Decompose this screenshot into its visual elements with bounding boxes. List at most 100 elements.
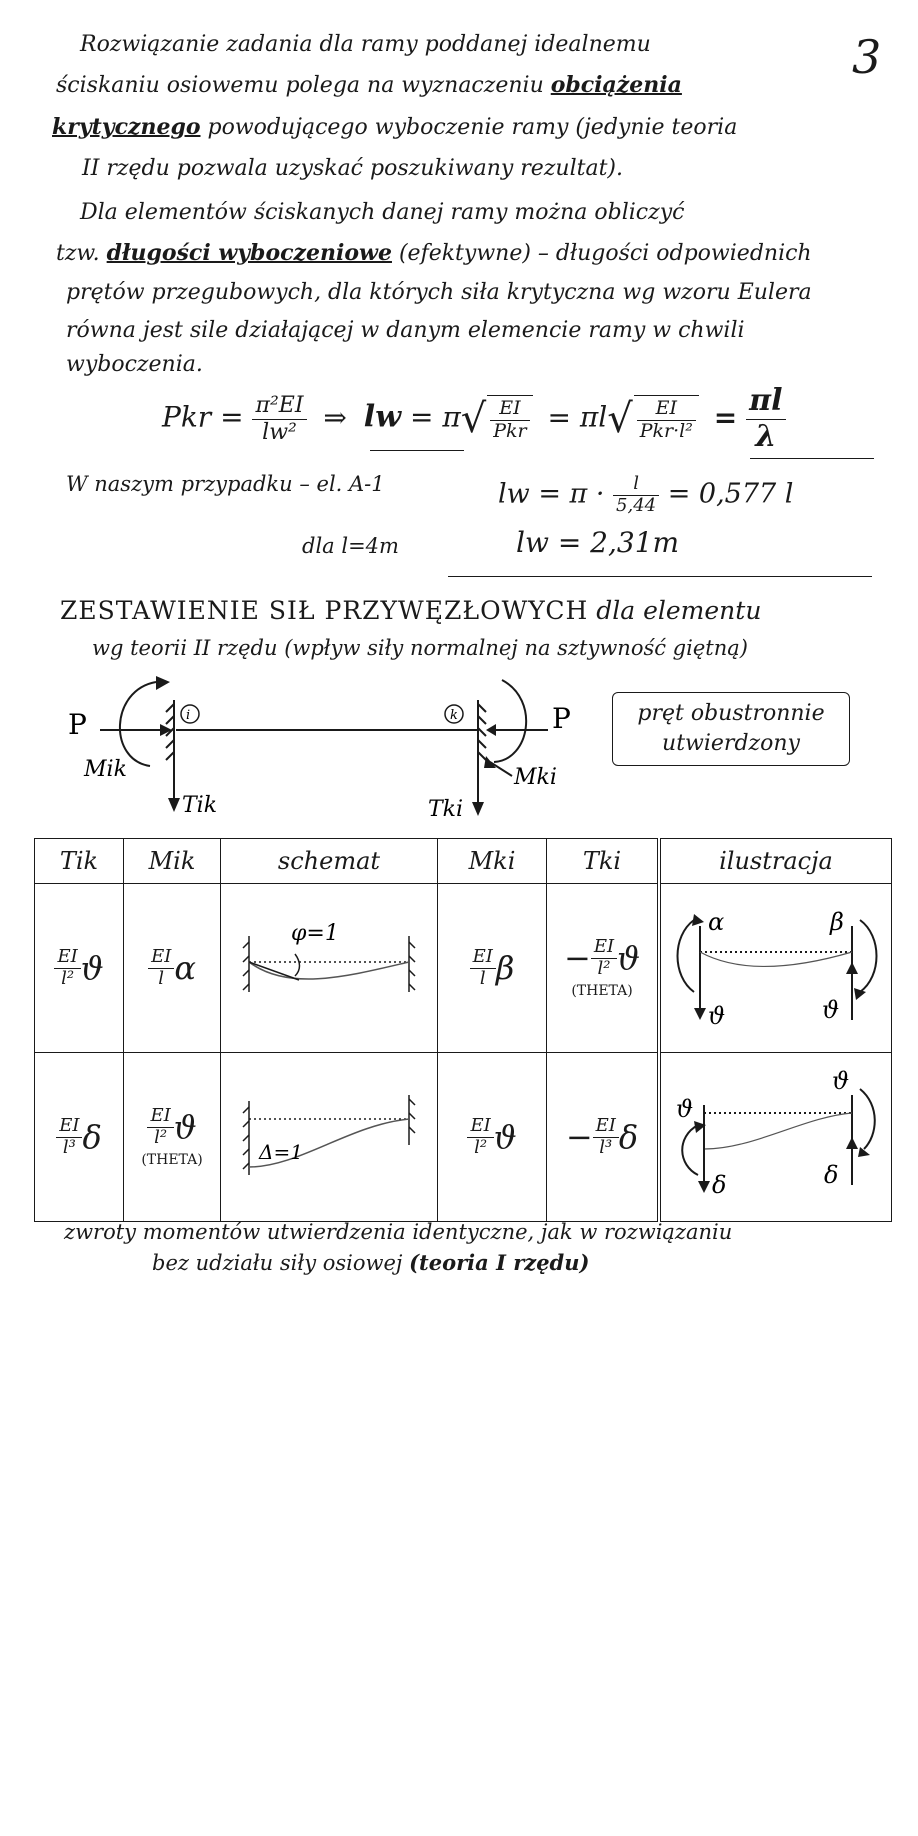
- node-i-label: i: [186, 708, 190, 723]
- r1-tki-note: (THETA): [571, 983, 633, 1000]
- r1-tik-symbol: ϑ: [80, 949, 104, 987]
- col-header-mik: Mik: [123, 838, 221, 884]
- case-lw-result: lw = 2,31m: [516, 526, 680, 559]
- cell-r1-scheme: φ=1: [220, 883, 438, 1053]
- r1-tik-den: l²: [61, 967, 75, 989]
- r1-mik-symbol: α: [174, 949, 196, 987]
- moment-ki-head: [484, 756, 496, 768]
- support-right-hatch: [477, 703, 487, 761]
- intro-line-3-text: powodującego wyboczenie ramy (jedynie te…: [200, 115, 738, 140]
- r1-scheme-label: φ=1: [291, 921, 339, 946]
- r1-mki-num: EI: [469, 946, 496, 969]
- r2-tki-den: l³: [599, 1136, 613, 1158]
- formula-eq-4: =: [713, 400, 738, 434]
- r1-ill-alpha: α: [708, 908, 724, 936]
- r1-ill-theta-right: ϑ: [822, 996, 839, 1024]
- intro-line-4: II rzędu pozwala uzyskać poszukiwany rez…: [82, 156, 623, 181]
- r2-mik-num: EI: [147, 1105, 174, 1128]
- case-lw-rhs: = 0,577 l: [667, 478, 794, 510]
- section-subtitle: wg teorii II rzędu (wpływ siły normalnej…: [92, 636, 748, 660]
- r1-ill-theta-left: ϑ: [708, 1002, 725, 1030]
- case-lw-num: l: [613, 473, 660, 496]
- r1-mik-den: l: [158, 967, 165, 989]
- para2-line-2-prefix: tzw.: [56, 241, 107, 266]
- r2-mik-symbol: ϑ: [173, 1108, 197, 1146]
- formula-implies: ⇒: [323, 400, 347, 434]
- r2-tki-num: EI: [592, 1115, 619, 1138]
- shear-ki-head: [472, 802, 484, 816]
- support-left-hatch: [165, 703, 175, 761]
- node-i-circle: [180, 704, 200, 724]
- formula-underline-lw: [370, 450, 464, 451]
- para2-line-4: równa jest sile działającej w danym elem…: [66, 318, 745, 343]
- r1-ill-beta: β: [829, 908, 844, 936]
- r1-tik-num: EI: [54, 946, 81, 969]
- shear-ki-label: Tki: [428, 797, 463, 822]
- beam-type-line-2: utwierdzony: [662, 731, 800, 756]
- intro-key-term-load: obciążenia: [550, 72, 682, 98]
- para2-line-3: prętów przegubowych, dla których siła kr…: [66, 280, 812, 305]
- para2-line-1: Dla elementów ściskanych danej ramy możn…: [80, 200, 685, 225]
- force-left-head: [160, 724, 172, 736]
- footer-line-2: bez udziału siły osiowej (teoria I rzędu…: [152, 1250, 589, 1275]
- moment-ki-arrow: [489, 761, 513, 777]
- formula-lw: lw: [363, 399, 402, 435]
- r2-tik-symbol: δ: [82, 1118, 102, 1156]
- r2-mki-den: l²: [474, 1136, 488, 1158]
- r2-mik-note: (THETA): [141, 1152, 203, 1169]
- col-header-tik: Tik: [34, 838, 124, 884]
- formula-sqrt2-num: EI: [636, 397, 696, 421]
- r1-mik-num: EI: [148, 946, 175, 969]
- r2-ill-theta-left: ϑ: [676, 1095, 693, 1123]
- illustration-displacement: ϑ ϑ δ δ: [676, 1067, 876, 1199]
- node-k-label: k: [450, 708, 458, 723]
- table-header-row: Tik Mik schemat Mki Tki ilustracja: [34, 838, 892, 884]
- force-left-label: P: [68, 708, 87, 741]
- formula-underline-result: [750, 458, 874, 459]
- r2-tik-den: l³: [62, 1136, 76, 1158]
- beam-type-box: pręt obustronnie utwierdzony: [612, 692, 850, 766]
- formula-result-den: λ: [755, 418, 777, 454]
- force-right-label: P: [552, 702, 571, 735]
- formula-sqrt2-den: Pkr·l²: [639, 420, 693, 442]
- intro-line-2: ściskaniu osiowemu polega na wyznaczeniu…: [56, 72, 682, 98]
- r2-scheme-label: Δ=1: [258, 1140, 303, 1164]
- node-k-circle: [444, 704, 464, 724]
- formula-sqrt1-den: Pkr: [493, 420, 527, 442]
- r1-tki-symbol: ϑ: [617, 939, 640, 977]
- r1-tki-num: EI: [590, 936, 618, 959]
- para2-key-term: długości wyboczeniowe: [106, 240, 392, 266]
- r1-tki-sign: −: [564, 939, 591, 977]
- moment-ki-arc: [493, 679, 528, 763]
- case-text: W naszym przypadku – el. A-1: [66, 472, 385, 496]
- sqrt-symbol-2: √: [607, 396, 633, 442]
- col-header-illustration: ilustracja: [657, 838, 892, 884]
- case-condition: dla l=4m: [302, 534, 399, 558]
- cell-r2-illustration: ϑ ϑ δ δ: [657, 1052, 892, 1222]
- formula-pil: πl: [579, 400, 608, 434]
- r2-ill-delta-left: δ: [712, 1171, 726, 1199]
- moment-ki-label: Mki: [513, 765, 557, 790]
- scheme-displacement-diagram: Δ=1: [242, 1095, 416, 1175]
- r1-mki-symbol: β: [495, 949, 515, 987]
- r2-mik-den: l²: [154, 1126, 168, 1148]
- force-right-head: [486, 724, 496, 736]
- footer-line-2-bold: (teoria I rzędu): [409, 1250, 590, 1275]
- col-header-scheme: schemat: [220, 838, 438, 884]
- moment-ik-head: [156, 676, 170, 690]
- formula-eq-1: =: [220, 400, 244, 434]
- formula-result-num: πl: [746, 383, 786, 420]
